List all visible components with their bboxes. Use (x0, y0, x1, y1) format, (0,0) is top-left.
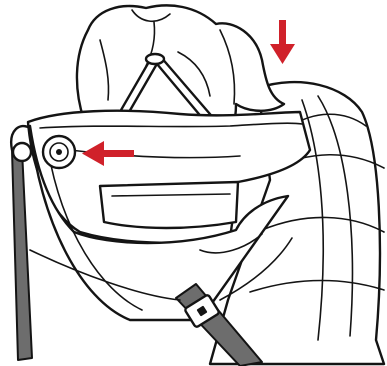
strap-anchor (13, 143, 31, 161)
arrow-down-icon (270, 20, 295, 64)
carrier-footrest (100, 182, 238, 228)
side-strap (11, 126, 32, 360)
handle-grip (146, 54, 164, 64)
belt-guide-knob (43, 136, 75, 168)
